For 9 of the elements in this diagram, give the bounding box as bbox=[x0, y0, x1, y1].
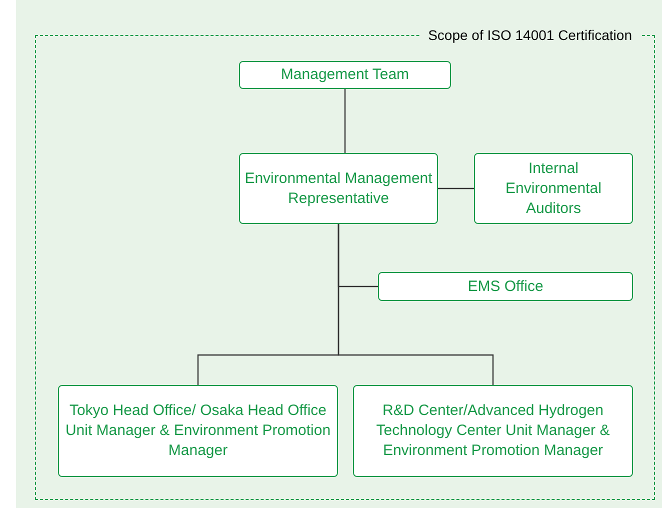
connector-line bbox=[344, 89, 346, 153]
org-box: EMS Office bbox=[378, 272, 633, 301]
org-box: Environmental Management Representative bbox=[239, 153, 438, 224]
org-box: Management Team bbox=[239, 61, 451, 89]
org-box: Internal Environmental Auditors bbox=[474, 153, 633, 224]
connector-line bbox=[438, 188, 474, 190]
org-box: Tokyo Head Office/ Osaka Head Office Unit Manager & Environment Promotion Manager bbox=[58, 385, 338, 477]
connector-line bbox=[338, 224, 494, 385]
org-box: R&D Center/Advanced Hydrogen Technology Center Unit Manager & Environment Promotion Manager bbox=[353, 385, 633, 477]
